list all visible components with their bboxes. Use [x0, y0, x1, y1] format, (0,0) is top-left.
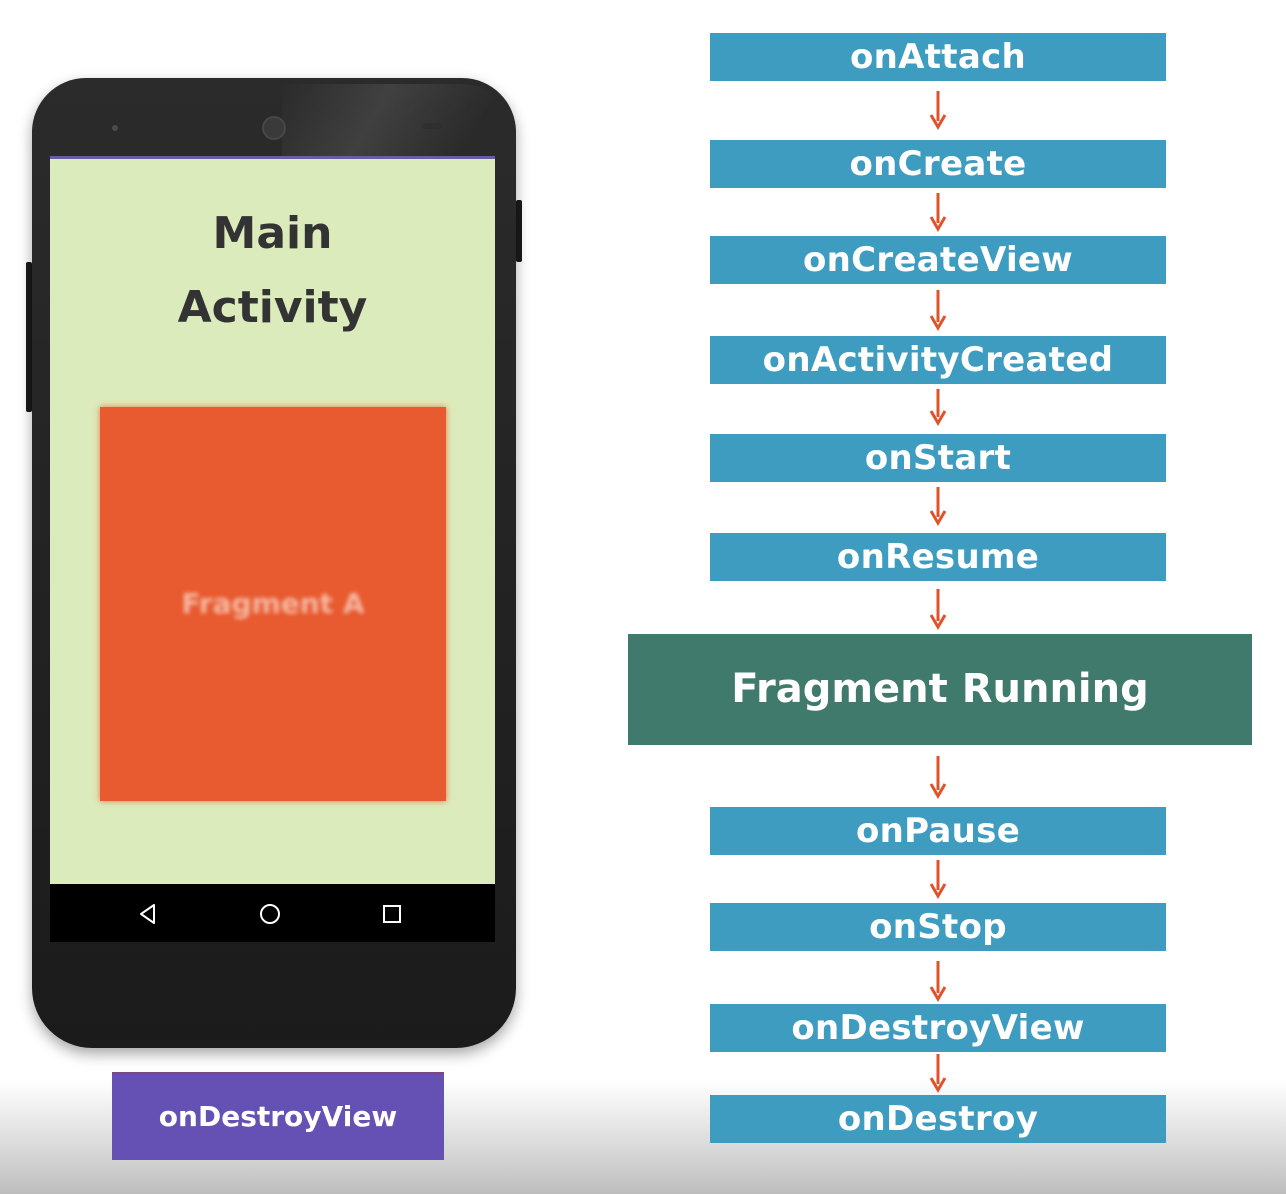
recents-icon[interactable]	[380, 902, 404, 926]
flow-arrow-icon	[929, 589, 947, 630]
main-activity-title: Main Activity	[50, 197, 495, 345]
phone-screen: Main Activity Fragment A	[50, 156, 495, 884]
fragment-a-label: Fragment A	[181, 587, 365, 620]
lifecycle-step-onactivitycreated: onActivityCreated	[710, 336, 1166, 384]
current-callback-label: onDestroyView	[112, 1072, 444, 1160]
flow-arrow-icon	[929, 860, 947, 899]
lifecycle-step-onresume: onResume	[710, 533, 1166, 581]
flow-arrow-icon	[929, 961, 947, 1002]
flow-arrow-icon	[929, 290, 947, 331]
fragment-a-container: Fragment A	[100, 407, 446, 801]
lifecycle-step-onpause: onPause	[710, 807, 1166, 855]
home-icon[interactable]	[258, 902, 282, 926]
flow-arrow-icon	[929, 389, 947, 426]
front-camera-icon	[262, 116, 286, 140]
flow-arrow-icon	[929, 1054, 947, 1093]
phone-speaker	[422, 123, 442, 129]
lifecycle-step-oncreate: onCreate	[710, 140, 1166, 188]
lifecycle-step-oncreateview: onCreateView	[710, 236, 1166, 284]
fragment-running-state: Fragment Running	[628, 634, 1252, 745]
lifecycle-step-onstart: onStart	[710, 434, 1166, 482]
main-activity-title-line1: Main	[212, 208, 333, 259]
lifecycle-step-onstop: onStop	[710, 903, 1166, 951]
flow-arrow-icon	[929, 91, 947, 130]
flow-arrow-icon	[929, 193, 947, 232]
phone-glare	[282, 84, 512, 164]
android-nav-bar	[50, 884, 495, 942]
phone-sensor	[112, 125, 118, 131]
flow-arrow-icon	[929, 756, 947, 799]
main-activity-title-line2: Activity	[177, 282, 368, 333]
phone-volume-button	[26, 262, 32, 412]
lifecycle-step-onattach: onAttach	[710, 33, 1166, 81]
lifecycle-step-ondestroy: onDestroy	[710, 1095, 1166, 1143]
lifecycle-step-ondestroyview: onDestroyView	[710, 1004, 1166, 1052]
phone-power-button	[516, 200, 522, 262]
back-icon[interactable]	[136, 902, 160, 926]
flow-arrow-icon	[929, 487, 947, 526]
phone-mockup: Main Activity Fragment A	[32, 78, 516, 1048]
